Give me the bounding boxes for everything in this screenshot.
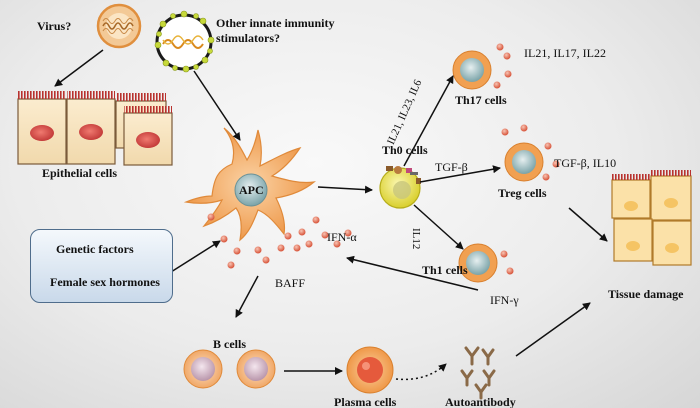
- treg-cells-label: Treg cells: [498, 186, 547, 200]
- b-cells: [183, 349, 276, 389]
- plasma-cells-label: Plasma cells: [334, 395, 397, 408]
- other-stimulators-label-line2: stimulators?: [216, 31, 280, 45]
- female-sex-hormones-label: Female sex hormones: [50, 275, 160, 289]
- virus-label: Virus?: [37, 19, 72, 33]
- apc-label: APC: [239, 183, 264, 197]
- il12-label: IL12: [410, 228, 422, 250]
- stimulator-icon: [154, 10, 215, 73]
- th1-cell: [458, 243, 498, 283]
- autoantibody-icons: [460, 346, 496, 400]
- baff-label: BAFF: [275, 276, 306, 290]
- epithelial-cells-illustration: [17, 91, 173, 166]
- plasma-cell: [346, 346, 394, 394]
- th17-cells-label: Th17 cells: [455, 93, 507, 107]
- th0-cells-label: Th0 cells: [382, 143, 428, 157]
- b-cells-label: B cells: [213, 337, 246, 351]
- tgf-beta-label: TGF-β: [435, 160, 468, 174]
- th17-products-label: IL21, IL17, IL22: [524, 46, 606, 60]
- th17-cell: [452, 50, 492, 90]
- epithelial-cells-label: Epithelial cells: [42, 166, 117, 180]
- genetic-factors-label: Genetic factors: [56, 242, 134, 256]
- autoantibody-label: Autoantibody: [445, 395, 516, 408]
- treg-products-label: TGF-β, IL10: [554, 156, 617, 170]
- th1-cells-label: Th1 cells: [422, 263, 468, 277]
- apc-cell: [183, 127, 317, 242]
- treg-cell: [504, 142, 544, 182]
- other-stimulators-label-line1: Other innate immunity: [216, 16, 335, 30]
- ifn-alpha-label: IFN-α: [327, 230, 357, 244]
- ifn-gamma-label: IFN-γ: [490, 293, 519, 307]
- pathway-arrows: [54, 49, 608, 381]
- virus-icon: [96, 3, 142, 49]
- th0-cell: [379, 166, 421, 209]
- tissue-damage-illustration: [611, 170, 692, 266]
- risk-factors-box: [30, 229, 173, 303]
- tissue-damage-label: Tissue damage: [608, 287, 684, 301]
- cytokine-dots: [207, 43, 560, 275]
